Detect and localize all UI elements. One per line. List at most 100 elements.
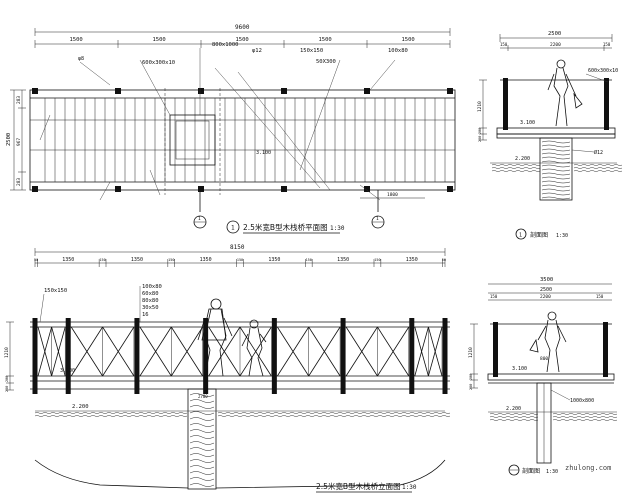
water-line: [489, 416, 539, 418]
pile-grain: [189, 483, 215, 487]
water-line: [34, 412, 188, 414]
water-line: [573, 164, 623, 166]
elev-seg-dim: 1350: [62, 257, 74, 263]
sec-bot-top: 3500: [540, 277, 553, 283]
plan-title-scale: 1:30: [330, 225, 345, 232]
plan-post: [198, 186, 204, 192]
sec-bot-title: 剖面图: [522, 467, 540, 475]
elev-100x80: 100x80: [142, 284, 162, 290]
water-line: [552, 419, 618, 421]
sec-top-phi: Ø12: [594, 149, 603, 156]
cross-brace: [377, 326, 410, 377]
pile-grain: [189, 423, 215, 427]
railing-post: [271, 318, 277, 394]
sec-top-level: 3.100: [520, 120, 535, 126]
pile-grain: [189, 411, 215, 415]
cross-brace: [37, 326, 52, 377]
pile-grain: [541, 140, 571, 144]
plan-post: [115, 186, 121, 192]
elev-seg-dim: 50: [442, 258, 446, 262]
elev-railing-posts: [32, 318, 448, 394]
elev-seg-dim: 150: [306, 258, 312, 262]
plan-seg-dim: 1500: [236, 37, 249, 43]
plan-post: [447, 186, 453, 192]
sec-bot-1000: 1000x800: [570, 398, 594, 404]
elev-post-dim: 2700: [198, 394, 208, 399]
pile-grain: [541, 184, 571, 188]
plan-label-600x300: 600x300x10: [142, 60, 175, 66]
plan-post: [32, 186, 38, 192]
pile-grain: [541, 196, 571, 200]
pile-grain: [189, 477, 215, 481]
elev-seg-dim: 150: [99, 258, 105, 262]
elev-level: 3.100: [60, 368, 75, 374]
elev-seg-dim: 1350: [406, 257, 418, 263]
plan-post: [198, 88, 204, 94]
sec-bot-seg-3: 150: [596, 294, 604, 299]
railing-post: [134, 318, 140, 394]
plan-post: [281, 186, 287, 192]
elev-seg-ticks: [34, 259, 446, 267]
pile-grain: [189, 399, 215, 403]
elev-150x150: 150x150: [44, 288, 67, 294]
pile-grain: [189, 429, 215, 433]
plan-post: [447, 88, 453, 94]
elev-80x80: 80x80: [142, 298, 159, 304]
plan-left-dim-2: 967: [16, 138, 22, 146]
elev-30x50: 30x50: [142, 305, 159, 311]
sec-top-vert-3: 250: [478, 136, 482, 142]
sec-bot-water: [488, 411, 618, 421]
plan-section-marker-left: 1: [193, 190, 207, 229]
sec-bot-seg-1: 150: [490, 294, 498, 299]
plan-deck-planks: [44, 98, 446, 182]
plan-left-dim-1: 283: [16, 96, 22, 104]
cross-brace: [139, 326, 172, 377]
elev-title-scale: 1:30: [402, 484, 417, 491]
watermark: zhulong.com: [565, 464, 611, 472]
sec-bot-800: 800: [540, 356, 548, 362]
pile-grain: [541, 144, 571, 148]
elev-seg-dim: 1350: [268, 257, 280, 263]
plan-post: [32, 88, 38, 94]
plan-label-level: 3.100: [256, 150, 271, 156]
sec-top-seg-3: 150: [603, 42, 611, 47]
elev-60x80: 60x80: [142, 291, 159, 297]
sec-top-pile-hatch: [541, 140, 571, 200]
pile-grain: [541, 164, 571, 168]
elev-seg-dim: 150: [374, 258, 380, 262]
plan-label-phi8: φ8: [78, 56, 84, 62]
pile-grain: [541, 156, 571, 160]
elev-left-vert-1: 1210: [4, 347, 10, 358]
plan-label-100x80: 100x80: [388, 48, 408, 54]
water-line: [34, 415, 188, 417]
section-bottom: 3500 2500 150 2200 150 1210 200 250 3.10…: [468, 277, 618, 476]
sec-bot-seg-2: 2200: [540, 294, 551, 300]
water-line: [552, 416, 618, 418]
plan-section-marker-left-num: 1: [198, 216, 201, 222]
water-line: [552, 413, 618, 415]
cross-brace: [428, 326, 443, 377]
section-top: 2500 150 2200 150 1210 200 250: [477, 31, 623, 240]
sec-top-seg-1: 150: [500, 42, 508, 47]
sec-bot-person: [529, 311, 567, 373]
railing-post: [340, 318, 346, 394]
pile-grain: [541, 168, 571, 172]
elev-person-child: [241, 319, 267, 377]
plan-post: [364, 186, 370, 192]
elev-seg-dim: 150: [168, 258, 174, 262]
water-line: [491, 170, 541, 172]
pile-grain: [541, 176, 571, 180]
cross-brace: [308, 326, 341, 377]
plan-seg-dim: 1500: [70, 37, 83, 43]
pile-grain: [189, 393, 215, 397]
water-line: [217, 415, 451, 417]
elev-seg-dim: 50: [34, 258, 38, 262]
elev-seg-dim: 150: [237, 258, 243, 262]
cross-brace: [70, 326, 103, 377]
sec-top-person: [547, 59, 583, 127]
water-line: [573, 167, 623, 169]
